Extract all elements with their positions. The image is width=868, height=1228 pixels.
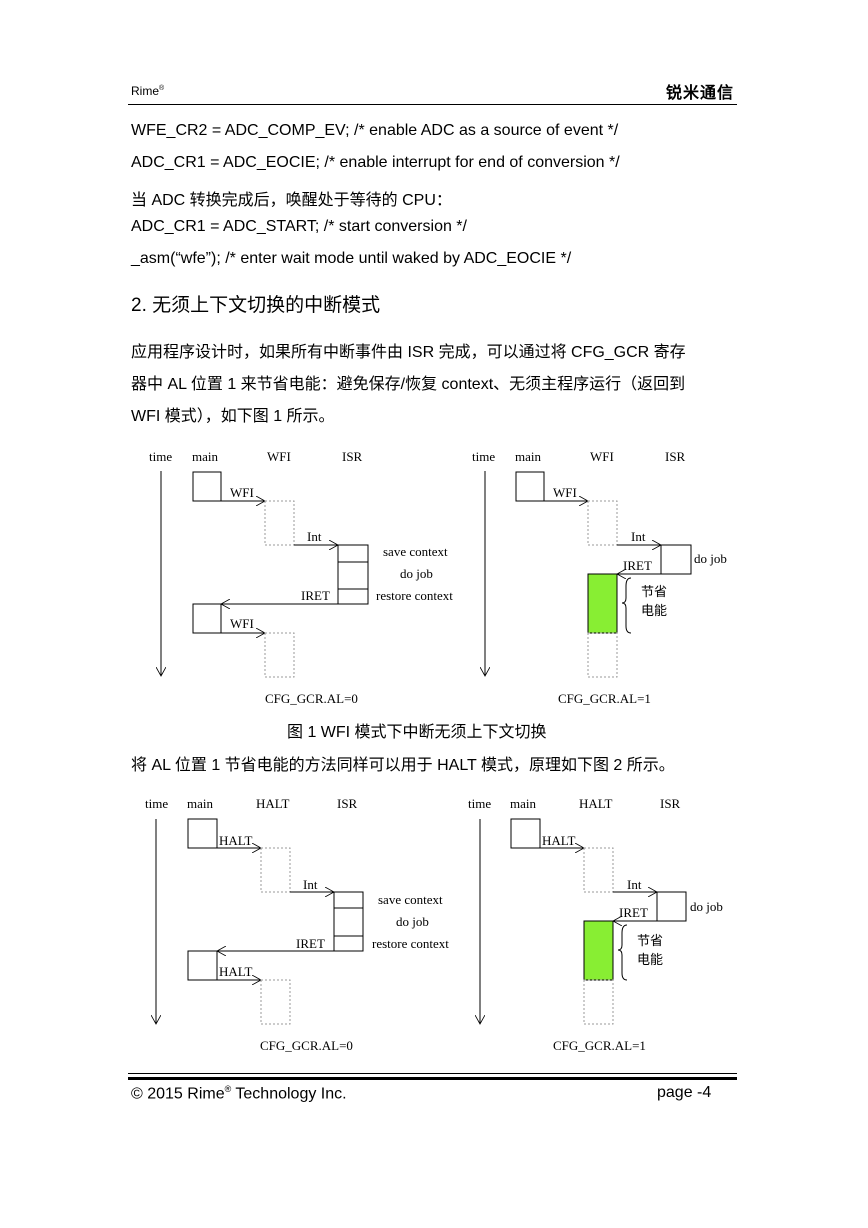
code-line-5: _asm(“wfe”); /* enter wait mode until wa…	[131, 250, 572, 267]
fig1-right-col-main: main	[515, 449, 541, 464]
fig2-left-diagram: time main HALT ISR HALT Int save context…	[145, 796, 449, 1053]
fig2-right-save-power-2: 电能	[637, 952, 663, 967]
fig2-right-col-isr: ISR	[660, 796, 681, 811]
fig2-left-lbl-iret: IRET	[296, 936, 325, 951]
fig1-left-col-mode: WFI	[267, 449, 291, 464]
fig2-right-lbl-mode-1: HALT	[542, 833, 576, 848]
fig1-right-power-save-box	[587, 573, 618, 634]
fig2-left-col-main: main	[187, 796, 213, 811]
fig2-left-col-mode: HALT	[256, 796, 290, 811]
fig1-left-main-box	[192, 471, 222, 502]
fig1-left-lbl-mode-2: WFI	[230, 616, 254, 631]
header-brand: Rime®	[131, 84, 165, 98]
fig2-right-lbl-int: Int	[627, 877, 642, 892]
fig2-left-caption: CFG_GCR.AL=0	[260, 1038, 353, 1053]
fig1-left-save: save context	[383, 544, 448, 559]
footer-page-number: page -4	[657, 1084, 712, 1101]
fig2-left-col-time: time	[145, 796, 168, 811]
fig1-right-lbl-mode-1: WFI	[553, 485, 577, 500]
fig1-left-main-box-2	[192, 603, 222, 634]
footer-rule-thick	[128, 1077, 737, 1080]
fig2-right-caption: CFG_GCR.AL=1	[553, 1038, 646, 1053]
fig1-left-lbl-iret: IRET	[301, 588, 330, 603]
fig1-right-save-power-1: 节省	[641, 584, 667, 599]
fig2-left-dojob: do job	[396, 914, 429, 929]
fig1-left-col-main: main	[192, 449, 218, 464]
fig1-right-isr-box	[660, 544, 692, 575]
fig2-right-dojob: do job	[690, 899, 723, 914]
fig1-left-lbl-int: Int	[307, 529, 322, 544]
footer-copyright: © 2015 Rime® Technology Inc.	[131, 1084, 347, 1103]
fig2-right-diagram: time main HALT ISR HALT Int do job IRET …	[468, 796, 723, 1053]
paragraph-2: 将 AL 位置 1 节省电能的方法同样可以用于 HALT 模式，原理如下图 2 …	[131, 757, 675, 774]
fig1-right-save-power-2: 电能	[641, 603, 667, 618]
fig1-right-lbl-iret: IRET	[623, 558, 652, 573]
fig1-left-col-time: time	[149, 449, 172, 464]
fig2-right-col-time: time	[468, 796, 491, 811]
fig1-right-col-time: time	[472, 449, 495, 464]
paragraph-line-2: 器中 AL 位置 1 来节省电能：避免保存/恢复 context、无须主程序运行…	[131, 376, 686, 393]
fig1-left-wfi-box-2	[264, 632, 295, 678]
code-line-3: 当 ADC 转换完成后，唤醒处于等待的 CPU：	[131, 192, 452, 209]
fig1-right-brace	[621, 577, 632, 634]
code-line-2: ADC_CR1 = ADC_EOCIE; /* enable interrupt…	[131, 154, 620, 171]
fig1-left-isr-box	[337, 544, 369, 605]
fig1-right-main-box	[515, 471, 545, 502]
fig2-right-col-main: main	[510, 796, 536, 811]
fig1-right-diagram: time main WFI ISR WFI Int do job IRET 节省…	[472, 449, 727, 706]
fig1-right-wfi-box	[587, 500, 618, 546]
fig2-right-col-mode: HALT	[579, 796, 613, 811]
fig1-left-diagram: time main WFI ISR WFI Int save context d…	[149, 449, 453, 706]
paragraph-line-1: 应用程序设计时，如果所有中断事件由 ISR 完成，可以通过将 CFG_GCR 寄…	[131, 344, 686, 361]
code-line-4: ADC_CR1 = ADC_START; /* start conversion…	[131, 218, 467, 235]
paragraph-line-3: WFI 模式），如下图 1 所示。	[131, 408, 335, 425]
fig1-left-wfi-box	[264, 500, 295, 546]
fig2-left-save: save context	[378, 892, 443, 907]
header-rule	[128, 104, 737, 105]
fig2-right-power-save-box	[583, 920, 614, 981]
figure1-title: 图 1 WFI 模式下中断无须上下文切换	[287, 724, 547, 741]
fig2-left-lbl-mode-1: HALT	[219, 833, 253, 848]
footer-rule-thin	[128, 1073, 737, 1074]
fig1-right-caption: CFG_GCR.AL=1	[558, 691, 651, 706]
fig2-right-save-power-1: 节省	[637, 933, 663, 948]
code-line-1: WFE_CR2 = ADC_COMP_EV; /* enable ADC as …	[131, 122, 619, 139]
fig1-left-lbl-mode-1: WFI	[230, 485, 254, 500]
fig2-left-restore: restore context	[372, 936, 449, 951]
header-company: 锐米通信	[666, 85, 735, 102]
fig1-right-col-mode: WFI	[590, 449, 614, 464]
fig1-left-col-isr: ISR	[342, 449, 363, 464]
fig2-left-col-isr: ISR	[337, 796, 358, 811]
fig1-right-lbl-int: Int	[631, 529, 646, 544]
fig2-right-lbl-iret: IRET	[619, 905, 648, 920]
fig1-right-col-isr: ISR	[665, 449, 686, 464]
fig1-left-caption: CFG_GCR.AL=0	[265, 691, 358, 706]
fig1-left-restore: restore context	[376, 588, 453, 603]
fig1-left-dojob: do job	[400, 566, 433, 581]
fig2-left-lbl-mode-2: HALT	[219, 964, 253, 979]
section-title: 2. 无须上下文切换的中断模式	[131, 295, 381, 316]
fig2-left-lbl-int: Int	[303, 877, 318, 892]
fig1-right-dojob: do job	[694, 551, 727, 566]
